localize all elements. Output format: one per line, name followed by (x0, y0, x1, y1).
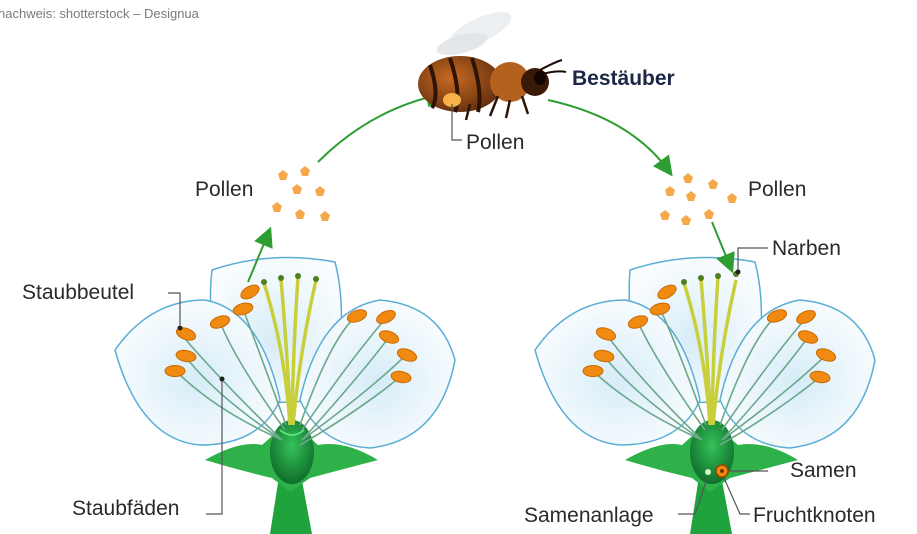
arrow-bee-to-pollen (548, 100, 668, 170)
label-pollen-right: Pollen (748, 179, 806, 200)
label-ovary: Fruchtknoten (753, 505, 876, 526)
pollen-cluster-right (660, 173, 737, 225)
label-filament: Staubfäden (72, 498, 179, 519)
label-pollen-bee: Pollen (466, 132, 524, 153)
pollen-cluster-left (272, 166, 330, 221)
ovule-right (705, 469, 711, 475)
arrow-pollen-to-bee (318, 95, 438, 162)
bee-icon (418, 5, 566, 120)
image-credit: nachweis: shotterstock – Designua (0, 6, 199, 21)
label-seed: Samen (790, 460, 857, 481)
label-anther: Staubbeutel (22, 282, 134, 303)
flower-right (535, 258, 875, 534)
label-ovule: Samenanlage (524, 505, 654, 526)
label-stigma: Narben (772, 238, 841, 259)
flower-left (115, 258, 455, 534)
label-pollinator: Bestäuber (572, 68, 675, 89)
label-pollen-left: Pollen (195, 179, 253, 200)
ovary-left (270, 420, 314, 484)
